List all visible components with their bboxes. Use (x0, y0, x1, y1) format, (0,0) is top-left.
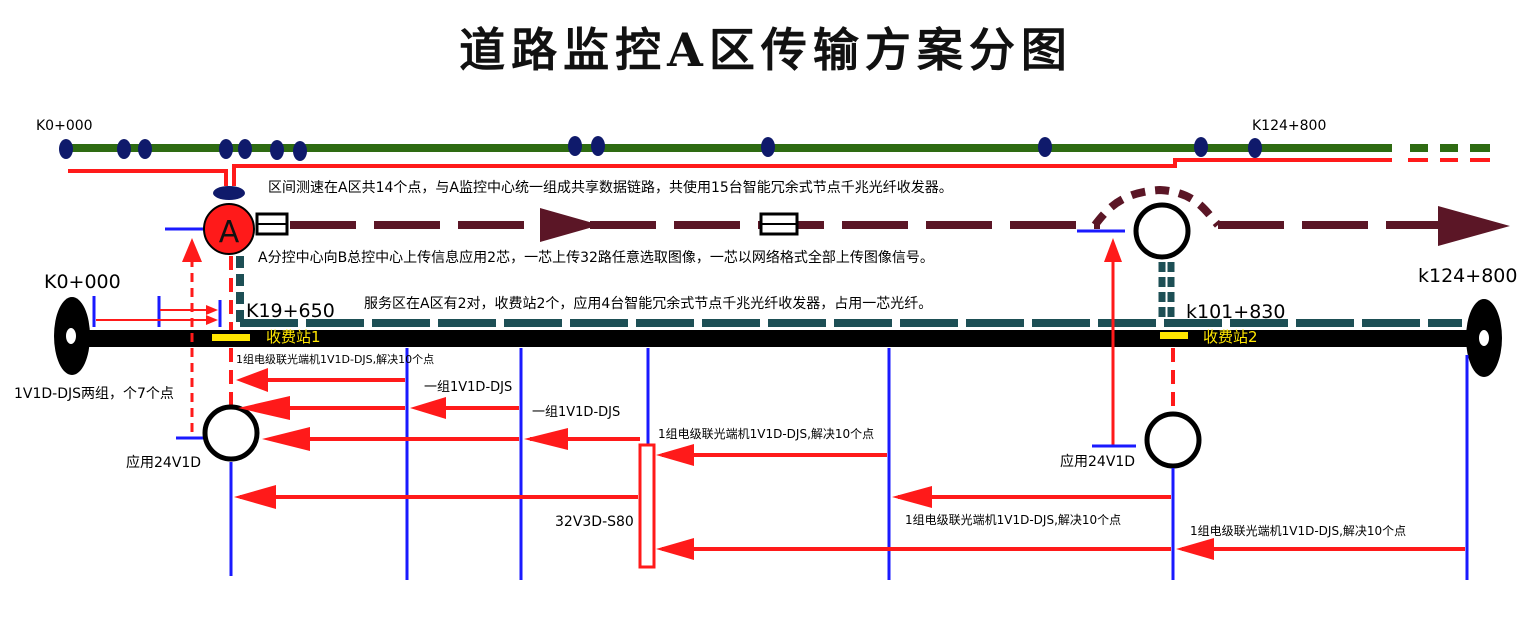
road-end-label: k124+800 (1418, 265, 1517, 287)
camera-dot (568, 136, 582, 156)
node-a-label: A (219, 215, 240, 250)
left-apply-label: 应用24V1D (126, 454, 201, 471)
station-km: k101+830 (1186, 301, 1285, 323)
node-a (203, 203, 255, 255)
link-label: 1组电级联光端机1V1D-DJS,解决10个点 (905, 513, 1121, 527)
camera-dot (138, 139, 152, 159)
link-label: 一组1V1D-DJS (532, 405, 620, 420)
station-km: K19+650 (246, 300, 335, 322)
uplink-line (290, 185, 1440, 229)
main-road (70, 330, 1490, 347)
speed-chain-line (68, 158, 1490, 186)
link-label: 1组电级联光端机1V1D-DJS,解决10个点 (236, 352, 434, 366)
vertical-drops (405, 348, 1469, 580)
k0-feed (92, 296, 222, 327)
camera-dot (59, 139, 73, 159)
link-label: 1组电级联光端机1V1D-DJS,解决10个点 (658, 427, 874, 441)
mux-box (638, 443, 656, 569)
link-label: 1组电级联光端机1V1D-DJS,解决10个点 (1190, 524, 1406, 538)
camera-dot (761, 137, 775, 157)
upload-note: A分控中心向B总控中心上传信息应用2芯，一芯上传32路任意选取图像，一芯以网络格… (258, 249, 934, 266)
station-name: 收费站1 (266, 328, 321, 346)
left-group-label: 1V1D-DJS两组，个7个点 (14, 386, 174, 402)
node-a-cap (213, 186, 245, 200)
station-marker (1160, 332, 1188, 339)
camera-dot (1194, 137, 1208, 157)
speed-note: 区间测速在A区共14个点，与A监控中心统一组成共享数据链路，共使用15台智能冗余… (268, 179, 953, 196)
link-arrows (234, 368, 1465, 560)
top-end-label: K124+800 (1252, 118, 1326, 134)
camera-dot (1248, 138, 1262, 158)
camera-dot (293, 141, 307, 161)
road-start-label: K0+000 (44, 271, 121, 293)
camera-dot (219, 139, 233, 159)
camera-dots (59, 136, 1262, 161)
right-apply-label: 应用24V1D (1060, 453, 1135, 470)
service-note: 服务区在A区有2对，收费站2个，应用4台智能冗余式节点千兆光纤收发器，占用一芯光… (364, 295, 932, 312)
station-name: 收费站2 (1203, 328, 1258, 346)
mux-label: 32V3D-S80 (555, 514, 634, 530)
camera-dot (117, 139, 131, 159)
station-marker (212, 334, 250, 341)
camera-dot (591, 136, 605, 156)
service-area-line (236, 256, 1462, 327)
lower-left-node (202, 404, 260, 462)
right-node (1133, 202, 1191, 260)
page-title: 道路监控A区传输方案分图 (459, 23, 1073, 77)
camera-dot (1038, 137, 1052, 157)
lower-right-node (1144, 411, 1202, 469)
uplink-arrowhead-mid (540, 208, 600, 242)
camera-dot (238, 139, 252, 159)
link-label: 一组1V1D-DJS (424, 380, 512, 395)
uplink-arrowhead-end (1438, 206, 1510, 246)
camera-dot (270, 140, 284, 160)
top-start-label: K0+000 (36, 118, 93, 134)
